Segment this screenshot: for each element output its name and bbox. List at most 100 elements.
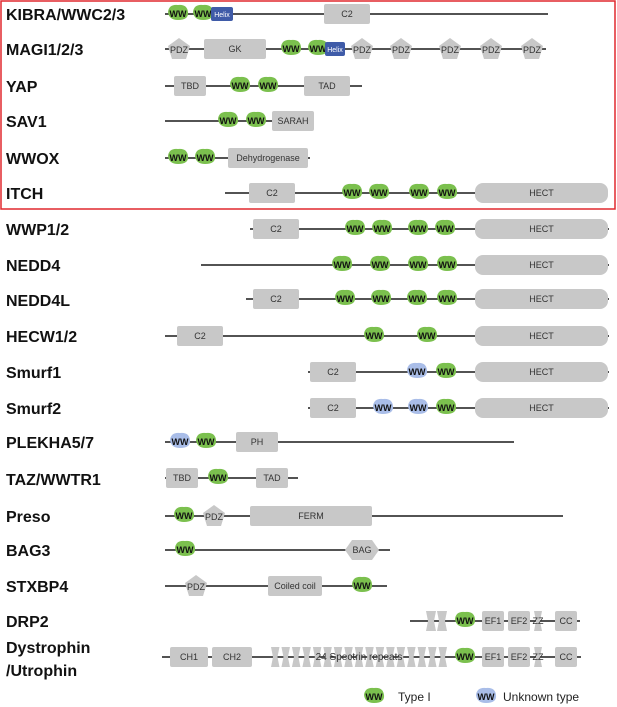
ef1-domain: EF1	[482, 647, 504, 667]
svg-text:WW: WW	[410, 403, 427, 413]
ww-domain-type1: WW	[342, 183, 363, 199]
zz-domain: ZZ	[533, 647, 544, 667]
legend-type1-label: Type I	[398, 690, 431, 704]
hect-domain: HECT	[475, 219, 608, 239]
ww-domain-type1: WW	[455, 611, 476, 627]
svg-text:PDZ: PDZ	[205, 512, 224, 522]
ww-domain-type1: WW	[258, 76, 279, 92]
svg-text:ZZ: ZZ	[533, 652, 544, 662]
svg-text:WW: WW	[372, 260, 389, 270]
ww-domain-type1: WW	[175, 540, 196, 556]
ww-domain-type1: WW	[335, 289, 356, 305]
ww-domain-type1: WW	[408, 255, 429, 271]
zz-domain: ZZ	[533, 611, 544, 631]
coiled-coil-domain: Coiled coil	[268, 576, 322, 596]
svg-text:TAD: TAD	[318, 81, 336, 91]
ww-domain-type1: WW	[196, 432, 217, 448]
svg-text:C2: C2	[341, 9, 353, 19]
protein-name: KIBRA/WWC2/3	[6, 7, 125, 24]
ef2-domain: EF2	[508, 611, 530, 631]
protein-row-bag3: BAG3 WW BAG	[6, 540, 390, 560]
svg-text:BAG: BAG	[352, 545, 371, 555]
svg-text:WW: WW	[419, 331, 436, 341]
pdz-domain: PDZ	[480, 38, 502, 59]
protein-name: WWP1/2	[6, 222, 69, 239]
svg-text:WW: WW	[170, 153, 187, 163]
svg-text:C2: C2	[327, 403, 339, 413]
cc-domain: CC	[555, 647, 577, 667]
hect-domain: HECT	[475, 398, 608, 418]
hect-domain: HECT	[475, 326, 608, 346]
ww-domain-type1: WW	[168, 4, 189, 20]
protein-name: /Utrophin	[6, 663, 77, 680]
ww-domain-type1: WW	[308, 39, 329, 55]
pdz-domain: PDZ	[390, 38, 412, 59]
svg-text:WW: WW	[177, 545, 194, 555]
ww-domain-type1: WW	[208, 468, 229, 484]
svg-text:PDZ: PDZ	[441, 45, 460, 55]
svg-text:WW: WW	[347, 224, 364, 234]
svg-text:HECT: HECT	[529, 294, 554, 304]
protein-name: DRP2	[6, 614, 49, 631]
protein-name: WWOX	[6, 151, 60, 168]
svg-text:FERM: FERM	[298, 511, 324, 521]
ch1-domain: CH1	[170, 647, 208, 667]
hippo-pathway-highlight-box	[0, 0, 616, 210]
svg-text:EF1: EF1	[485, 616, 502, 626]
hect-domain: HECT	[475, 255, 608, 275]
protein-name: BAG3	[6, 543, 51, 560]
svg-text:WW: WW	[375, 403, 392, 413]
tad-domain: TAD	[304, 76, 350, 96]
tad-domain: TAD	[256, 468, 288, 488]
svg-text:WW: WW	[232, 81, 249, 91]
ww-domain-type1: WW	[372, 219, 393, 235]
c2-domain: C2	[249, 183, 295, 203]
svg-text:PDZ: PDZ	[392, 45, 411, 55]
svg-text:WW: WW	[210, 473, 227, 483]
spectrin-repeats-domain: 24 Spectrin repeats	[271, 647, 447, 667]
helix-domain: Helix	[325, 42, 345, 56]
svg-text:WW: WW	[438, 403, 455, 413]
sarah-domain: SARAH	[272, 111, 314, 131]
pdz-domain: PDZ	[351, 38, 373, 59]
tbd-domain: TBD	[166, 468, 198, 488]
svg-text:WW: WW	[374, 224, 391, 234]
svg-text:WW: WW	[409, 294, 426, 304]
svg-text:WW: WW	[260, 81, 277, 91]
legend-unknown-icon: WW	[476, 687, 497, 703]
ww-domain-type1: WW	[436, 398, 457, 414]
ww-domain-type1: WW	[437, 289, 458, 305]
svg-text:WW: WW	[220, 116, 237, 126]
gk-domain: GK	[204, 39, 266, 59]
svg-text:WW: WW	[310, 44, 327, 54]
svg-text:TBD: TBD	[173, 473, 192, 483]
ww-domain-type1: WW	[168, 148, 189, 164]
ww-domain-type1: WW	[409, 183, 430, 199]
svg-text:WW: WW	[344, 188, 361, 198]
svg-text:TBD: TBD	[181, 81, 200, 91]
ww-domain-unknown: WW	[373, 398, 394, 414]
ww-domain-type1: WW	[174, 506, 195, 522]
svg-text:HECT: HECT	[529, 367, 554, 377]
svg-text:WW: WW	[195, 9, 212, 19]
c2-domain: C2	[253, 219, 299, 239]
dehydrogenase-domain: Dehydrogenase	[228, 148, 308, 168]
c2-domain: C2	[253, 289, 299, 309]
svg-text:HECT: HECT	[529, 224, 554, 234]
svg-text:HECT: HECT	[529, 403, 554, 413]
svg-text:WW: WW	[283, 44, 300, 54]
ch2-domain: CH2	[212, 647, 252, 667]
protein-name: PLEKHA5/7	[6, 435, 94, 452]
hect-domain: HECT	[475, 183, 608, 203]
svg-text:WW: WW	[439, 188, 456, 198]
svg-text:WW: WW	[438, 367, 455, 377]
svg-text:PH: PH	[251, 437, 264, 447]
protein-name: Smurf1	[6, 365, 61, 382]
